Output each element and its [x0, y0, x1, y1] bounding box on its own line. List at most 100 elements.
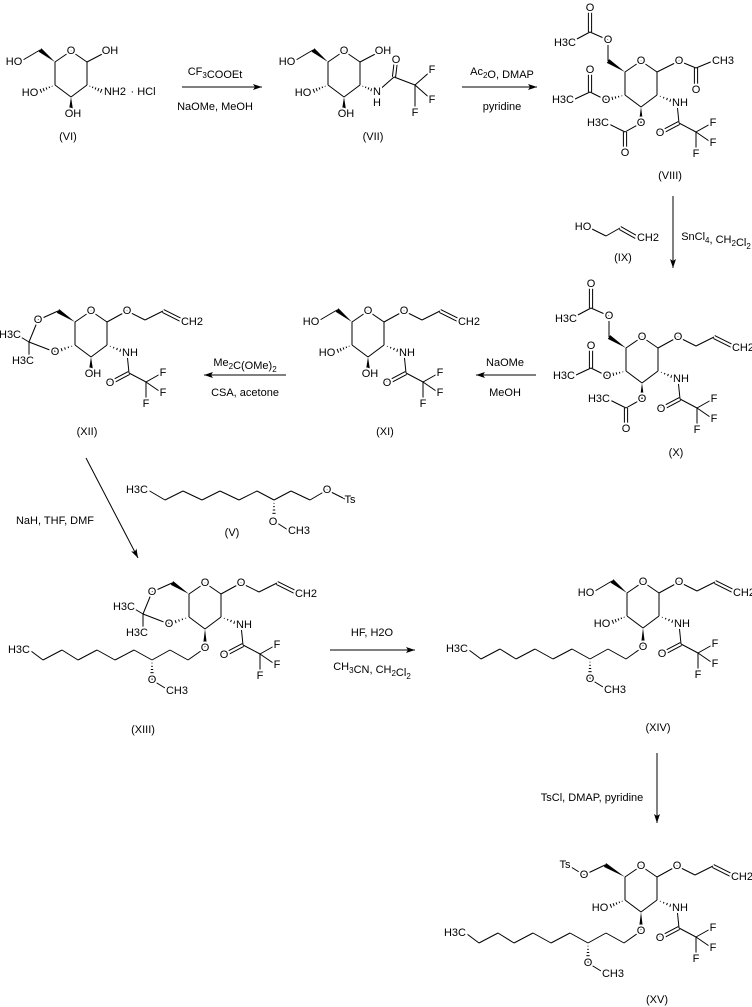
- atom-label: F: [412, 107, 419, 119]
- atom-label: · HCl: [130, 86, 155, 98]
- hash-bond: [318, 87, 321, 90]
- hash-bond: [64, 347, 66, 350]
- bond: [656, 865, 678, 878]
- bond: [695, 927, 713, 938]
- double-bond: [620, 226, 638, 237]
- bond: [326, 489, 346, 500]
- hash-bond: [614, 96, 617, 99]
- bond: [640, 899, 658, 913]
- hash-bond: [233, 620, 236, 625]
- bond: [376, 76, 395, 93]
- double-bond: [223, 643, 243, 655]
- bond: [532, 932, 552, 944]
- bond: [607, 648, 627, 660]
- bond: [694, 865, 714, 876]
- bond: [42, 649, 63, 661]
- wedge-bond: [341, 97, 347, 111]
- atom-label: O: [34, 314, 43, 326]
- hash-bond: [230, 619, 232, 623]
- atom-label: F: [160, 387, 167, 399]
- atom-label: O: [323, 484, 332, 496]
- bond: [478, 932, 499, 944]
- atom-label: F: [710, 942, 717, 954]
- atom-label: O: [637, 925, 646, 937]
- bond: [676, 865, 696, 876]
- reagent-label: SnCl4, CH2Cl2: [681, 231, 751, 251]
- hash-bond: [393, 347, 395, 351]
- atom-label: H3C: [113, 601, 135, 613]
- atom-label: O: [675, 55, 684, 67]
- hash-bond: [669, 903, 672, 908]
- bond: [188, 616, 206, 630]
- atom-label: HO: [22, 87, 39, 99]
- bond: [641, 336, 659, 349]
- atom-label: O: [638, 393, 647, 405]
- bond: [220, 582, 242, 595]
- double-bond: [162, 311, 181, 322]
- bond: [678, 581, 698, 592]
- bond: [238, 490, 258, 501]
- bond: [367, 344, 385, 358]
- atom-label: O: [638, 331, 647, 343]
- compound-label: (XV): [646, 994, 668, 1006]
- atom-label: F: [711, 413, 718, 425]
- hash-bond: [67, 346, 70, 349]
- atom-label: O: [603, 370, 612, 382]
- hash-bond: [667, 373, 669, 377]
- atom-label: O: [106, 377, 115, 389]
- wedge-bond: [606, 59, 625, 72]
- bond: [182, 490, 203, 501]
- hash-bond: [672, 99, 675, 104]
- hash-bond: [315, 87, 318, 92]
- bond: [589, 648, 609, 660]
- double-bond: [224, 645, 244, 657]
- hash-bond: [396, 348, 399, 353]
- bond: [497, 932, 515, 944]
- bond: [151, 649, 171, 661]
- atom-label: NH: [674, 618, 690, 630]
- bond: [550, 932, 571, 944]
- compound-label: (XIII): [131, 724, 155, 736]
- bond: [480, 648, 501, 660]
- hash-bond: [167, 621, 171, 627]
- bond: [145, 372, 163, 383]
- atom-label: OH: [65, 108, 82, 120]
- hash-bond: [615, 372, 618, 375]
- wedge-bond: [88, 357, 94, 371]
- hash-bond: [99, 88, 103, 93]
- hash-bond: [399, 349, 402, 354]
- atom-label: O: [637, 55, 646, 67]
- bond: [144, 310, 164, 321]
- bond: [259, 644, 277, 655]
- wedge-bond: [170, 581, 189, 594]
- arrowhead: [670, 259, 676, 268]
- hash-bond: [321, 86, 324, 89]
- bond: [142, 613, 170, 625]
- atom-label: O: [148, 674, 157, 686]
- bond: [626, 615, 644, 629]
- double-bond: [660, 123, 680, 135]
- bond: [351, 310, 369, 323]
- bond: [642, 581, 660, 594]
- bond: [677, 378, 681, 400]
- bond: [569, 932, 589, 944]
- atom-label: O: [237, 577, 246, 589]
- atom-label: CH2: [458, 316, 480, 328]
- hash-bond: [60, 347, 63, 352]
- bond: [343, 50, 361, 63]
- atom-label: F: [420, 398, 427, 410]
- bond: [188, 582, 206, 595]
- hash-bond: [608, 620, 612, 626]
- double-bond: [662, 644, 682, 656]
- bond: [219, 490, 240, 501]
- bond: [383, 310, 405, 323]
- atom-label: CH3: [166, 685, 188, 697]
- hash-bond: [668, 618, 670, 622]
- reagent-label: NaOMe: [486, 357, 524, 369]
- bond: [696, 407, 714, 420]
- hash-bond: [312, 88, 316, 93]
- wedge-bond: [603, 863, 625, 877]
- double-bond: [163, 309, 182, 320]
- bond: [22, 49, 41, 61]
- bond: [695, 122, 713, 133]
